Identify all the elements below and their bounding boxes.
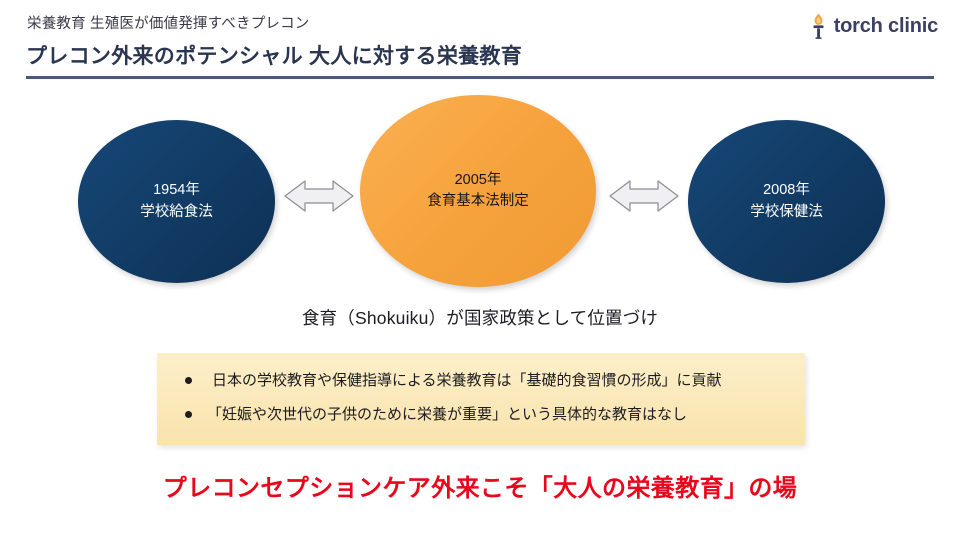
timeline-node-1954: 1954年 学校給食法 xyxy=(78,120,275,283)
node-law: 食育基本法制定 xyxy=(427,193,529,209)
torch-icon xyxy=(810,13,827,39)
page-title: プレコン外来のポテンシャル 大人に対する栄養教育 xyxy=(26,45,523,68)
timeline-node-2008: 2008年 学校保健法 xyxy=(688,120,885,283)
list-item-label: 日本の学校教育や保健指導による栄養教育は「基礎的食習慣の形成」に貢献 xyxy=(212,372,722,389)
eyebrow-text: 栄養教育 生殖医が価値発揮すべきプレコン xyxy=(27,16,310,32)
timeline-node-2005: 2005年 食育基本法制定 xyxy=(360,95,596,287)
double-arrow-icon xyxy=(608,172,680,220)
highlight-note-box: 日本の学校教育や保健指導による栄養教育は「基礎的食習慣の形成」に貢献 「妊娠や次… xyxy=(157,353,805,445)
diagram-caption: 食育（Shokuiku）が国家政策として位置づけ xyxy=(301,308,659,328)
bullet-dot-icon xyxy=(185,377,192,384)
logo-wordmark: torch clinic xyxy=(833,15,938,37)
node-year: 1954年 xyxy=(153,182,200,199)
bullet-dot-icon xyxy=(185,410,192,418)
header-divider xyxy=(26,76,934,79)
conclusion-text: プレコンセプションケア外来こそ「大人の栄養教育」の場 xyxy=(162,475,798,502)
list-item: 日本の学校教育や保健指導による栄養教育は「基礎的食習慣の形成」に貢献 xyxy=(185,370,805,393)
node-year: 2005年 xyxy=(454,171,502,188)
brand-logo: torch clinic xyxy=(810,13,938,39)
double-arrow-icon xyxy=(283,172,355,220)
node-year: 2008年 xyxy=(763,182,810,199)
list-item-label: 「妊娠や次世代の子供のために栄養が重要」という具体的な教育はなし xyxy=(207,405,688,423)
list-item: 「妊娠や次世代の子供のために栄養が重要」という具体的な教育はなし xyxy=(185,404,805,427)
note-bullet-list: 日本の学校教育や保健指導による栄養教育は「基礎的食習慣の形成」に貢献 「妊娠や次… xyxy=(157,353,805,426)
node-law: 学校保健法 xyxy=(750,203,823,220)
node-law: 学校給食法 xyxy=(140,203,213,220)
